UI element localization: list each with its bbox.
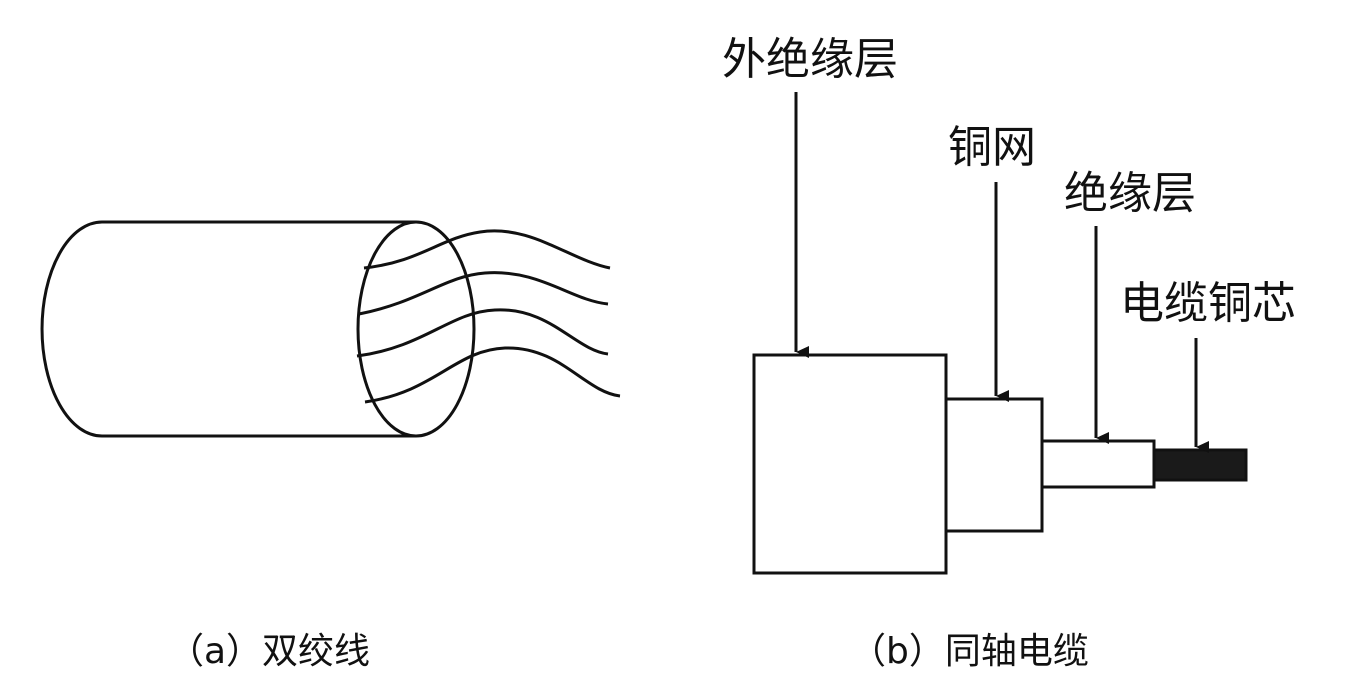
copper-core-section xyxy=(1152,448,1248,482)
twisted-pair-caption: （a）双绞线 xyxy=(168,631,371,672)
copper-mesh-label: 铜网 xyxy=(948,122,1036,173)
coaxial-cable-caption: （b）同轴电缆 xyxy=(850,631,1089,672)
twisted-wire xyxy=(358,271,609,316)
copper-mesh-section xyxy=(944,397,1044,533)
coaxial-cable-illustration xyxy=(752,92,1248,575)
outer-insulation-label: 外绝缘层 xyxy=(722,34,898,85)
insulation-label: 绝缘层 xyxy=(1064,168,1196,219)
outer-insulation-section xyxy=(752,353,948,575)
cable-end-face xyxy=(356,220,476,438)
copper-core-label: 电缆铜芯 xyxy=(1120,278,1296,329)
twisted-wire xyxy=(363,229,611,270)
cable-jacket xyxy=(40,220,416,438)
insulation-section xyxy=(1040,439,1156,489)
twisted-wire xyxy=(356,308,609,358)
twisted-pair-illustration xyxy=(40,220,621,438)
twisted-wire xyxy=(364,346,621,404)
